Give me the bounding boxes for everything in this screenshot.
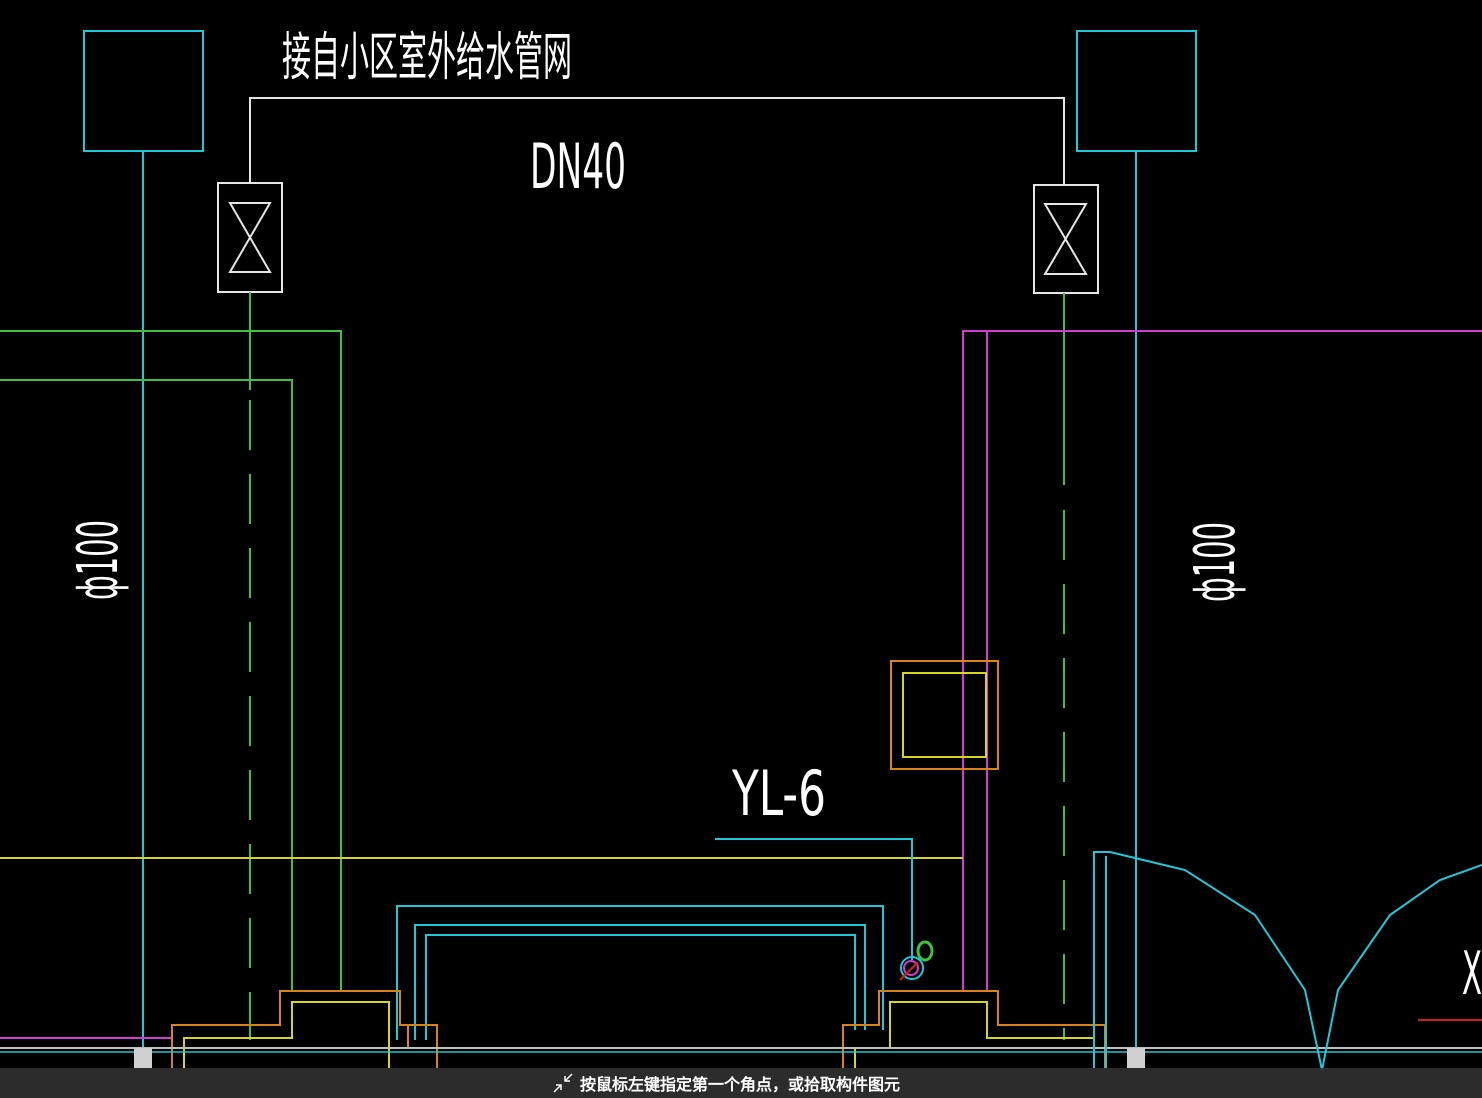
window-select-icon [553, 1073, 573, 1093]
riser-symbol[interactable] [899, 940, 934, 981]
valve-left[interactable] [217, 182, 283, 293]
edge-text-fragment[interactable]: X [1462, 939, 1482, 1009]
pipe-loop-inner[interactable] [425, 934, 856, 1040]
pipe-loop-outer[interactable] [396, 905, 884, 1040]
valve-right[interactable] [1033, 184, 1099, 294]
equipment-box-inner[interactable] [902, 672, 987, 758]
pipe-dn40-main[interactable] [249, 97, 1065, 185]
command-prompt-bar: 按鼠标左键指定第一个角点，或拾取构件图元 [0, 1068, 1482, 1098]
node-marker-label[interactable]: 0 [913, 961, 914, 963]
diameter-label-right[interactable]: ф100 [1183, 522, 1248, 602]
wall-magenta-outer[interactable] [962, 330, 1482, 990]
riser-tag-label[interactable]: YL-6 [731, 757, 826, 830]
riser-leader-line[interactable] [715, 838, 913, 960]
pipe-base-right [1127, 1048, 1145, 1068]
equipment-box-outer[interactable] [890, 660, 999, 770]
pipe-base-left [134, 1048, 152, 1068]
title-annotation[interactable]: 接自小区室外给水管网 [282, 28, 572, 88]
pipe-size-label[interactable]: DN40 [530, 130, 626, 203]
wall-green-inner-left[interactable] [0, 379, 293, 990]
diameter-label-left[interactable]: ф100 [66, 520, 131, 600]
wall-green-outer-left[interactable] [0, 330, 342, 990]
building-box-left[interactable] [83, 30, 204, 152]
footing-left[interactable] [171, 990, 438, 1068]
command-prompt-text: 按鼠标左键指定第一个角点，或拾取构件图元 [579, 1075, 900, 1094]
terrain-curve[interactable] [1093, 851, 1482, 1071]
building-box-right[interactable] [1076, 30, 1197, 152]
pipe-loop-middle[interactable] [414, 924, 866, 1040]
